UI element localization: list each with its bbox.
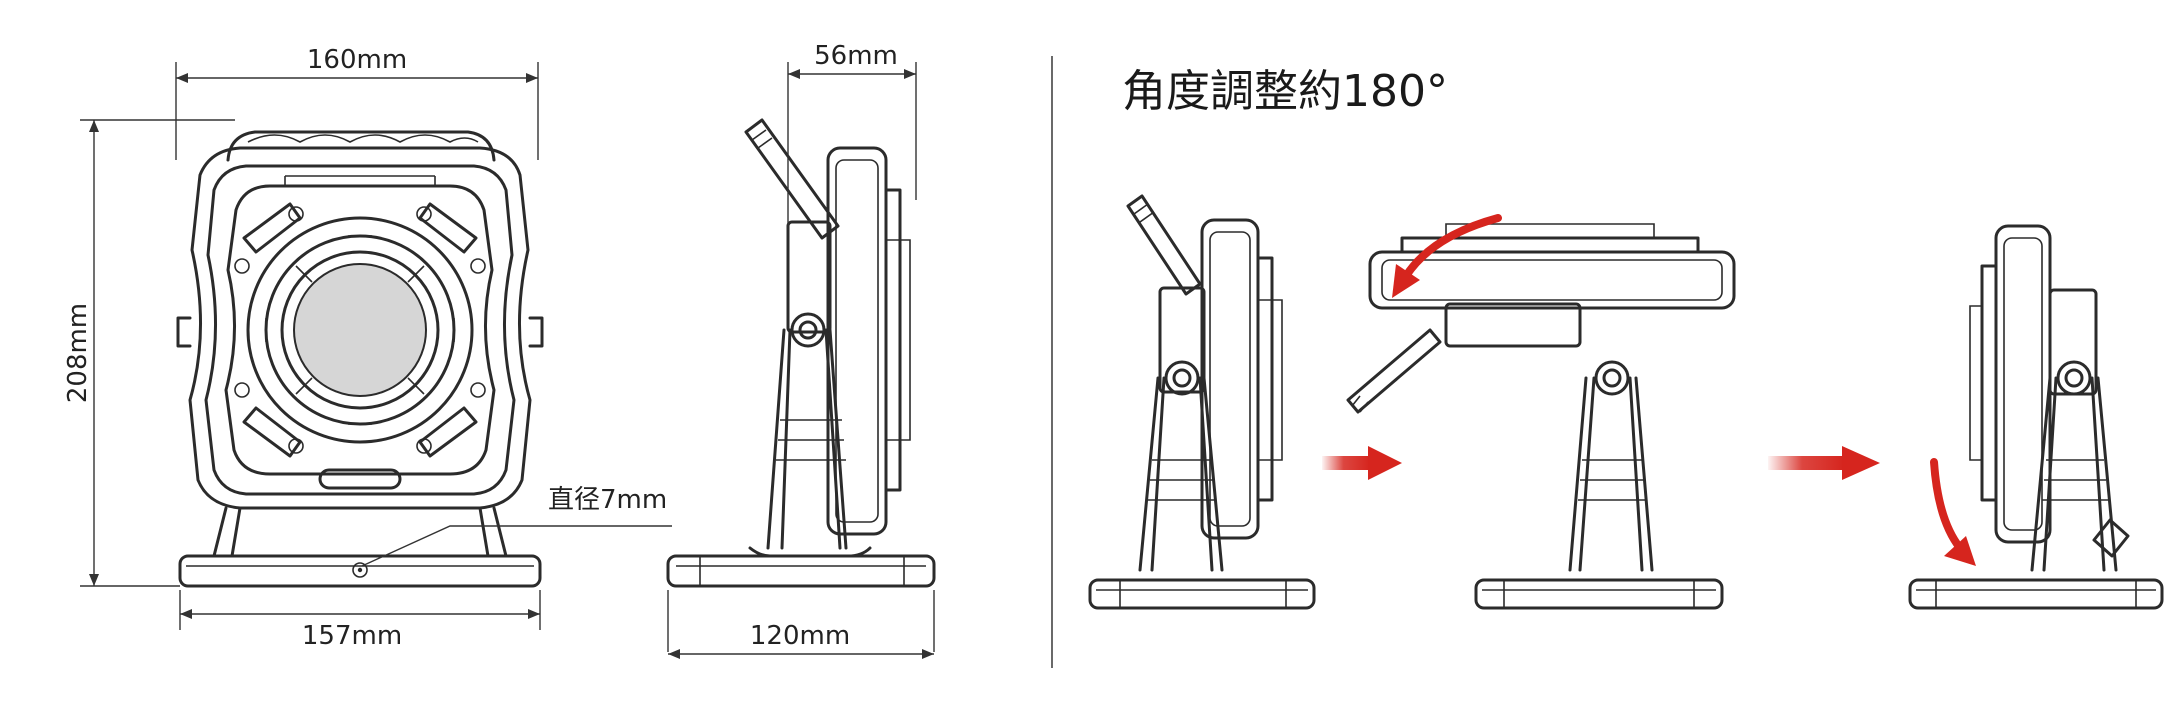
pose-horizontal	[1346, 223, 1736, 610]
curved-arrow-1	[1402, 214, 1502, 280]
front-view: 160mm 208mm 157mm 直径7mm	[63, 45, 672, 651]
dim-side-depth-base: 120mm	[750, 621, 850, 651]
dim-front-height: 208mm	[63, 303, 93, 403]
dim-side-depth-top: 56mm	[814, 41, 898, 71]
dim-front-width-top: 160mm	[307, 45, 407, 75]
pose-upright	[1088, 194, 1316, 610]
rotation-title: 角度調整約180°	[1122, 66, 1448, 117]
dim-front-width-base: 157mm	[302, 621, 402, 651]
curved-arrow-2	[1930, 458, 1964, 552]
pose-reversed	[1908, 224, 2164, 610]
dim-hole-diameter: 直径7mm	[548, 485, 667, 515]
lens	[293, 263, 427, 397]
mount-hole	[352, 562, 368, 578]
rotation-arrows	[1322, 214, 1976, 566]
straight-arrow-2	[1768, 456, 1844, 470]
side-view: 56mm 120mm	[666, 41, 936, 659]
straight-arrow-1	[1322, 456, 1370, 470]
